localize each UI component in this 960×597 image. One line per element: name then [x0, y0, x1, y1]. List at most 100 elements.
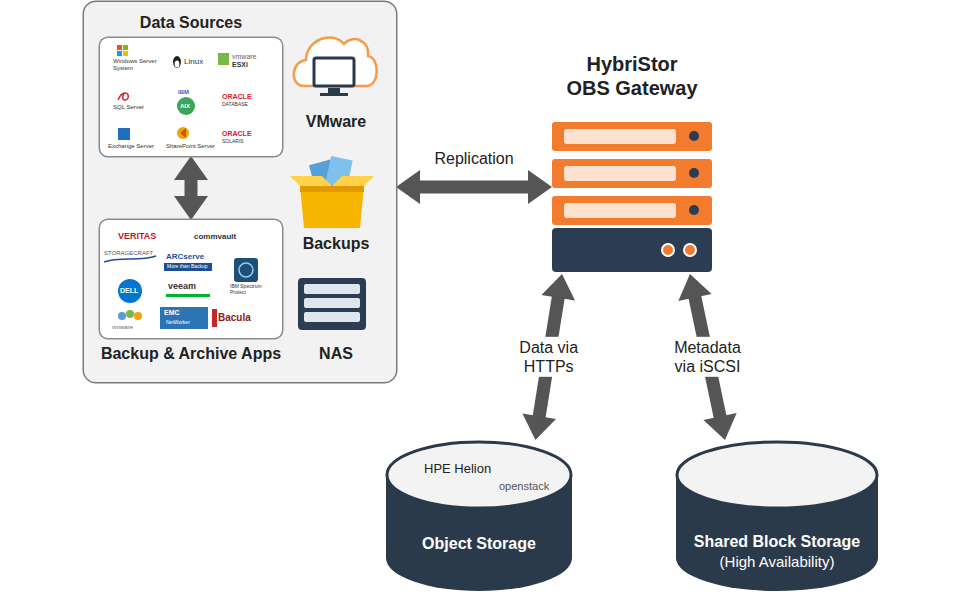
- backup-logos-part: [166, 294, 210, 297]
- source-logos-part: [123, 45, 128, 50]
- nas-icon-part: [304, 298, 360, 308]
- arrow-head: [174, 156, 208, 180]
- backups-box-icon-part: [290, 176, 332, 186]
- panel-ground: [84, 2, 396, 382]
- logo-text: Exchange Server: [108, 143, 154, 150]
- source-logos: [117, 45, 229, 140]
- node-title: VMware: [276, 112, 396, 131]
- backup-logos-part: [126, 310, 134, 318]
- logo-text: SharePoint Server: [166, 143, 215, 150]
- vmware-cloud-icon: [294, 37, 377, 96]
- nas-icon-part: [304, 284, 360, 294]
- arrow-shaft: [185, 178, 198, 198]
- logo-text: vmware: [232, 53, 257, 61]
- vmware-cloud-icon-part: [314, 58, 354, 86]
- node-title: Backups: [276, 234, 396, 253]
- logo-text: ESXi: [232, 61, 248, 69]
- logo-text: commvault: [194, 233, 236, 242]
- backup-logos-part: [118, 279, 142, 303]
- backups-box-icon-part: [332, 176, 374, 186]
- logo-text: Bacula: [218, 312, 251, 323]
- node-title: Object Storage: [385, 534, 573, 553]
- source-logos-part: [123, 51, 128, 56]
- nas-icon: [298, 278, 366, 330]
- panel-ground-part: [84, 2, 396, 382]
- logo-text: Windows Server System: [113, 58, 157, 71]
- edge-label: Data via HTTPs: [511, 337, 587, 377]
- logo-text: veeam: [168, 282, 196, 292]
- logo-text: SQL Server: [113, 104, 144, 111]
- gateway-server-icon-part: [564, 203, 676, 218]
- vmware-icon-node: VMware: [290, 28, 382, 138]
- node-subtitle: (High Availability): [675, 553, 879, 571]
- double-arrow: [174, 156, 208, 220]
- backup-logos-part: [104, 256, 156, 262]
- logo-text: Linux: [184, 58, 203, 67]
- node-title: Data Sources: [80, 13, 302, 32]
- storage-cylinder: Object Storage: [385, 440, 573, 592]
- cylinder-top: [677, 442, 877, 508]
- logo-text: STORAGECRAFT: [104, 250, 153, 257]
- gateway-server: HybriStor OBS Gateway: [552, 52, 712, 274]
- node-title: HybriStor OBS Gateway: [564, 52, 700, 100]
- logo-text: IBM: [178, 89, 189, 96]
- double-arrow: [396, 170, 552, 204]
- source-logos-part: [117, 51, 122, 56]
- gateway-server-icon-part: [684, 244, 696, 256]
- gateway-server-icon-part: [552, 196, 712, 225]
- logo-text: vmware: [112, 324, 133, 331]
- logo-text: DATABASE: [222, 102, 248, 108]
- arrow-shaft: [539, 296, 559, 419]
- arrow-head: [522, 414, 556, 440]
- gateway-server-icon-part: [689, 131, 699, 141]
- logo-text: EMC: [164, 309, 180, 317]
- backup-logos-part: [118, 312, 126, 320]
- gateway-server-icon-part: [564, 166, 676, 181]
- backup-apps-box: Backup & Archive Apps: [100, 220, 282, 338]
- backups-box-icon-part: [300, 186, 364, 228]
- panel-ground-part: [100, 38, 282, 156]
- double-arrow: [522, 274, 575, 440]
- gateway-server-icon-part: [689, 205, 699, 215]
- backup-logos-part: [164, 263, 212, 271]
- arrow-head: [528, 170, 552, 204]
- double-arrow: [678, 274, 736, 440]
- source-logos-part: [117, 45, 122, 50]
- cylinder-top: [387, 442, 571, 508]
- arrow-shaft: [695, 296, 721, 419]
- system-panel: Data SourcesVMwareBackupsBackup & Archiv…: [84, 2, 396, 382]
- logo-text: IBM Spectrum Protect: [230, 284, 266, 295]
- backup-logos: [104, 256, 258, 329]
- source-box: Data Sources: [100, 38, 282, 156]
- logo-text: More than Backup: [167, 264, 208, 270]
- vmware-cloud-icon-part: [294, 37, 377, 86]
- source-logos-part: [218, 53, 229, 65]
- storage-cylinder: Shared Block Storage (High Availability): [675, 440, 879, 592]
- node-title: Shared Block Storage: [675, 532, 879, 551]
- gateway-server-icon-part: [564, 129, 676, 144]
- gateway-server-icon: [552, 122, 712, 272]
- source-logos-part: [118, 93, 128, 100]
- arrow-shaft: [418, 180, 530, 193]
- node-title: Backup & Archive Apps: [80, 344, 302, 363]
- panel-ground-part: [100, 220, 282, 338]
- backups-icon-node: Backups: [290, 152, 382, 258]
- source-logos-part: [173, 56, 181, 68]
- logo-text: VERITAS: [118, 232, 156, 242]
- cylinder-outline: [385, 440, 573, 592]
- logo-text: ORACLE: [222, 130, 252, 138]
- backup-logos-part: [234, 258, 258, 282]
- arrow-head: [678, 274, 711, 301]
- logo-text: AIX: [180, 103, 190, 110]
- nas-icon-part: [304, 312, 360, 322]
- backup-logos-part: [212, 309, 217, 327]
- arrow-head: [396, 170, 420, 204]
- backup-logos-part: [239, 263, 253, 277]
- logo-text: NetWorker: [166, 320, 190, 326]
- backup-logos-part: [160, 307, 208, 329]
- source-logos-part: [177, 97, 195, 115]
- logo-text: SOLARIS: [222, 139, 244, 145]
- gateway-server-icon-part: [552, 122, 712, 151]
- node-title: NAS: [276, 344, 396, 363]
